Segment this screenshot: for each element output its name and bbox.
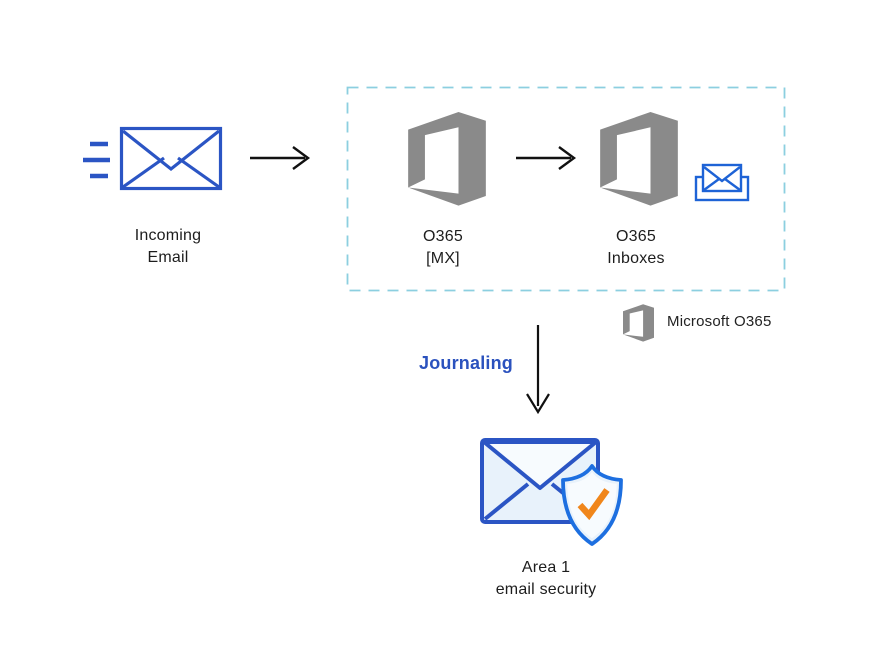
incoming-email-envelope-icon (83, 126, 223, 191)
shield-check-icon (480, 438, 623, 546)
inbox-tray-icon (694, 163, 750, 202)
office365-logo-icon (408, 112, 486, 206)
arrow-down-icon (526, 325, 550, 415)
area1-email-security-label: Area 1 email security (495, 559, 597, 598)
o365-inboxes-label: O365 Inboxes (607, 228, 665, 267)
legend-microsoft-o365-label: Microsoft O365 (667, 313, 772, 330)
journaling-label: Journaling (419, 353, 514, 373)
arrow-right-icon (516, 146, 577, 170)
incoming-email-label: Incoming Email (134, 227, 202, 266)
arrow-right-icon (250, 146, 311, 170)
office365-logo-icon (623, 304, 654, 342)
o365-dashed-region (346, 86, 786, 292)
office365-logo-icon (600, 112, 678, 206)
o365-mx-label: O365 [MX] (423, 228, 463, 267)
